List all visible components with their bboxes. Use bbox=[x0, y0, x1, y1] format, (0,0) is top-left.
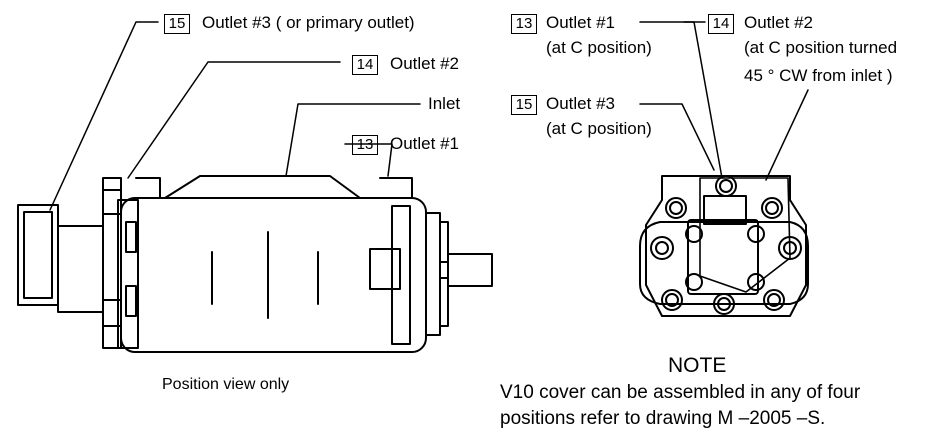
note-line-2: positions refer to drawing M –2005 –S. bbox=[500, 408, 826, 429]
callout-15-number: 15 bbox=[164, 14, 190, 34]
inlet-label: Inlet bbox=[428, 94, 461, 113]
right-callout-14-line1: Outlet #2 bbox=[744, 13, 813, 32]
note-title: NOTE bbox=[668, 354, 727, 377]
right-callout-13-line1: Outlet #1 bbox=[546, 13, 615, 32]
position-view-caption: Position view only bbox=[162, 376, 290, 393]
right-callout-15-line2: (at C position) bbox=[546, 119, 652, 138]
right-callout-13-number: 13 bbox=[511, 14, 537, 34]
callout-14-label: Outlet #2 bbox=[390, 54, 459, 73]
pump-side-view bbox=[17, 175, 493, 353]
right-callout-14-line3: 45 ° CW from inlet ) bbox=[744, 66, 893, 85]
callout-13-label: Outlet #1 bbox=[390, 134, 459, 153]
callout-13-number: 13 bbox=[352, 135, 378, 155]
note-line-1: V10 cover can be assembled in any of fou… bbox=[500, 382, 861, 403]
right-callout-15-line1: Outlet #3 bbox=[546, 94, 615, 113]
right-callout-13-line2: (at C position) bbox=[546, 38, 652, 57]
callout-15-label: Outlet #3 ( or primary outlet) bbox=[202, 13, 415, 32]
right-callout-14-line2: (at C position turned bbox=[744, 38, 898, 57]
callout-14-number: 14 bbox=[352, 55, 378, 75]
left-leader-lines bbox=[49, 21, 421, 211]
right-leader-lines bbox=[639, 21, 809, 181]
pump-end-view bbox=[639, 175, 809, 317]
right-callout-15-number: 15 bbox=[511, 95, 537, 115]
right-callout-14-number: 14 bbox=[708, 14, 734, 34]
